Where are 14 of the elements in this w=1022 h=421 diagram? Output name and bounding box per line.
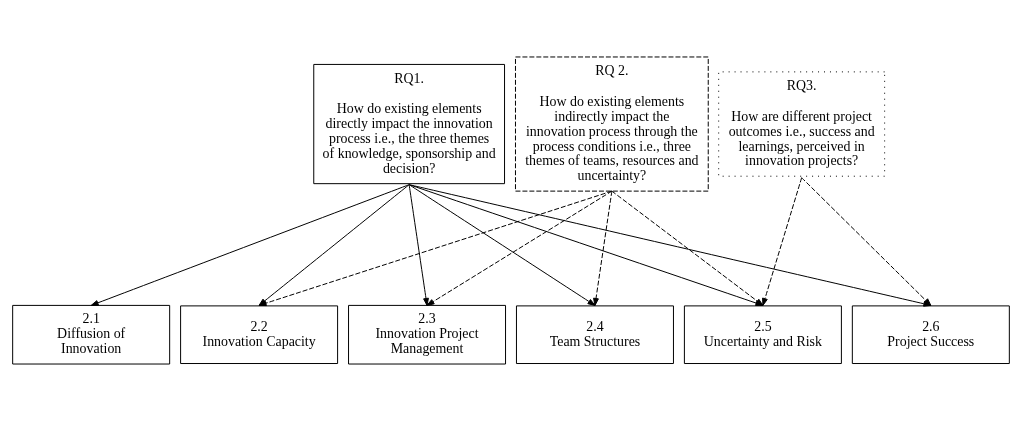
node-box: RQ 2. How do existing elements indirectly impact the innovation process through the process conditions i.e., three themes of teams, resources and uncertainty? [514, 56, 709, 192]
node-box: 2.3 Innovation Project Management [348, 304, 507, 365]
arrow [762, 177, 803, 306]
node-box: 2.4 Team Structures [515, 305, 674, 365]
arrow [593, 190, 613, 306]
arrow [408, 184, 429, 306]
node-box: RQ3. How are different project outcomes i.e., success and learnings, perceived in innovation projects? [718, 71, 886, 177]
node-box: 2.2 Innovation Capacity [180, 305, 339, 365]
node-box: 2.1 Diffusion of Innovation [12, 304, 171, 365]
node-box: 2.6 Project Success [851, 305, 1010, 365]
arrow [408, 184, 596, 306]
node-box: 2.5 Uncertainty and Risk [683, 305, 842, 365]
node-box: RQ1. How do existing elements directly impact the innovation process i.e., the three themes of knowledge, sponsorship and decision? [313, 63, 506, 185]
arrow [426, 190, 613, 306]
